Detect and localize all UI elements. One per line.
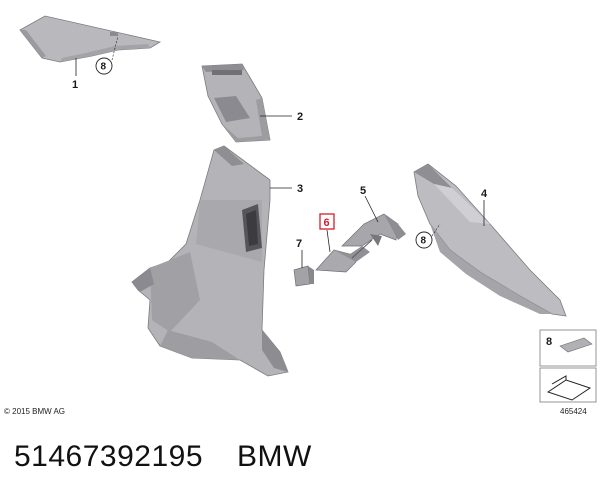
- callout-6-highlight-box: [319, 213, 335, 230]
- callout-5: 5: [360, 185, 366, 197]
- fastener-ref-1: 8: [101, 62, 107, 73]
- callout-6: 6: [324, 217, 330, 229]
- leader-8a: [111, 35, 119, 61]
- leader-5: [364, 195, 379, 223]
- legend-panel: 8: [539, 329, 597, 403]
- leader-8b: [431, 223, 441, 237]
- part-6-bracket: [315, 239, 373, 273]
- copyright-text: © 2015 BMW AG: [4, 407, 65, 416]
- part-number: 51467392195: [14, 440, 204, 473]
- callout-3: 3: [297, 183, 303, 195]
- part-7-clip: [293, 265, 314, 287]
- brand-name: BMW: [237, 440, 312, 473]
- parts-diagram: 1 8 2 3 5 6: [4, 15, 597, 416]
- figure-id: 465424: [560, 407, 587, 416]
- fastener-ref-circle-1: [95, 57, 113, 75]
- legend-direction-icon: [546, 379, 592, 401]
- part-3-trim: [131, 145, 289, 377]
- callout-2: 2: [297, 111, 303, 123]
- leader-6: [326, 229, 331, 253]
- part-4-trim: [413, 163, 567, 317]
- callout-7: 7: [296, 238, 302, 250]
- part-2-trim: [201, 63, 271, 143]
- callout-4: 4: [481, 188, 488, 200]
- legend-clip-icon: [559, 337, 593, 353]
- part-5-bracket: [341, 213, 406, 247]
- caption-bar: 51467392195 BMW: [14, 440, 584, 480]
- legend-number: 8: [546, 336, 552, 348]
- part-1-trim: [19, 15, 162, 63]
- callout-1: 1: [72, 79, 78, 91]
- fastener-ref-2: 8: [421, 236, 427, 247]
- fastener-ref-circle-2: [415, 231, 433, 249]
